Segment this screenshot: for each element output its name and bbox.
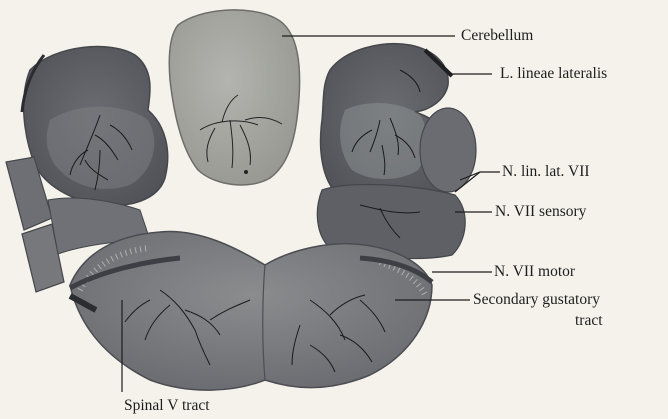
- label-secondary-gustatory: Secondary gustatory: [473, 292, 600, 308]
- label-cerebellum: Cerebellum: [461, 28, 533, 44]
- cerebellum-structure: [169, 10, 299, 185]
- label-n-vii-sensory: N. VII sensory: [495, 204, 586, 220]
- label-n-vii-motor: N. VII motor: [494, 264, 575, 280]
- label-secondary-gustatory-tract: tract: [575, 313, 603, 329]
- right-lobe: [317, 44, 476, 259]
- medulla-floor: [70, 232, 432, 391]
- label-n-lin-lat-vii: N. lin. lat. VII: [502, 164, 590, 180]
- label-l-lineae-lateralis: L. lineae lateralis: [500, 66, 607, 82]
- label-spinal-v-tract: Spinal V tract: [124, 398, 210, 414]
